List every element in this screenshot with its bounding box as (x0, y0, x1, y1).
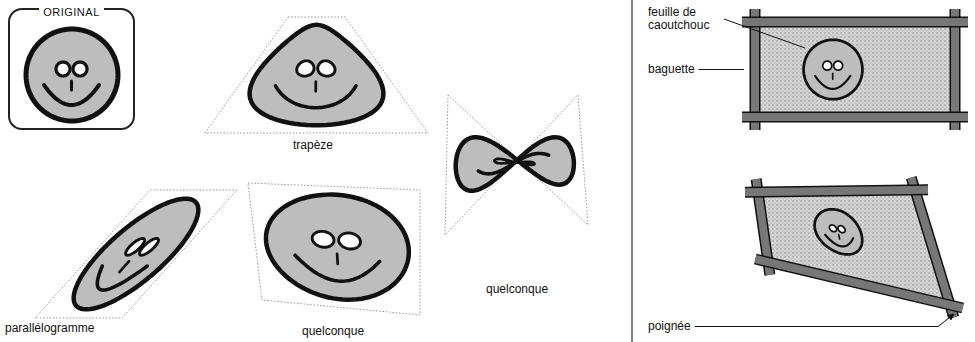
face-mouth (295, 255, 380, 281)
face-nose (336, 254, 339, 264)
divider-line (631, 0, 632, 342)
face-eye (834, 61, 843, 70)
face-eye (823, 61, 832, 70)
face-outline (250, 25, 384, 125)
baguette-stick (742, 22, 968, 23)
baguette-stick (745, 190, 928, 192)
face-outline (26, 29, 118, 121)
face-outline (74, 199, 199, 310)
stick-body (745, 190, 928, 192)
face-nose (832, 73, 834, 79)
dotted-outline (35, 190, 237, 318)
stick-edge (742, 17, 968, 28)
face-eye (838, 226, 845, 233)
leader-line (695, 314, 954, 327)
face-nose (119, 261, 129, 272)
stick-edge (742, 112, 968, 123)
face-eye (297, 61, 314, 76)
caption-label: baguette (648, 63, 695, 76)
face-eye (829, 225, 836, 232)
face-eye (312, 231, 334, 247)
stick-body (755, 259, 962, 308)
dotted-outline (248, 183, 420, 315)
face-mouth (815, 76, 850, 89)
frame-heading: ORIGINAL (39, 6, 104, 18)
leader-line (699, 69, 744, 70)
face-outline (804, 40, 863, 99)
smiley-face (250, 25, 384, 125)
baguette-stick (742, 117, 968, 118)
face-nose (839, 235, 840, 239)
face-eye (73, 62, 87, 76)
smiley-face (26, 29, 118, 121)
stick-edge (745, 190, 928, 192)
smiley-face (74, 199, 199, 310)
face-mouth (825, 235, 853, 247)
face-nose (314, 82, 317, 92)
caption-label: parallélogramme (5, 322, 94, 335)
dotted-outline (445, 95, 588, 235)
face-outline (456, 137, 574, 191)
caption-label: trapèze (293, 139, 333, 152)
face-mouth (97, 266, 147, 290)
caption-label: feuille de caoutchouc (648, 6, 720, 32)
smiley-face (804, 40, 863, 99)
caption-label: quelconque (486, 283, 548, 296)
rubber-sheet (755, 22, 955, 117)
smiley-face (456, 137, 574, 191)
smiley-face (266, 195, 409, 300)
face-eye (56, 62, 70, 76)
dotted-outline (205, 17, 428, 133)
face-outline (266, 195, 409, 300)
leader-line (724, 19, 805, 48)
stick-body (742, 18, 968, 26)
stick-edge (755, 259, 962, 308)
face-eye (140, 238, 159, 255)
face-mouth (276, 86, 356, 108)
face-mouth (478, 153, 548, 173)
caption-label: quelconque (302, 325, 364, 338)
face-eye (495, 159, 513, 163)
face-outline (815, 209, 863, 254)
frame-heading-holder: ORIGINAL (10, 2, 133, 20)
face-nose (70, 81, 73, 90)
face-mouth (44, 85, 99, 105)
original-frame: ORIGINAL (8, 8, 135, 130)
face-eye (318, 61, 335, 76)
baguette-stick (755, 259, 962, 308)
stick-body (742, 113, 968, 121)
face-eye (339, 233, 361, 249)
smiley-face (815, 209, 863, 254)
caption-label: poignée (648, 320, 691, 333)
